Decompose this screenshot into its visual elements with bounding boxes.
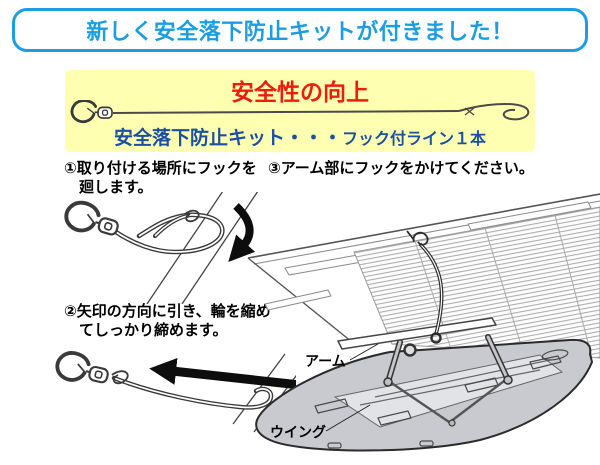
step-1-text: ①取り付ける場所にフックを 廻します。 [64,159,257,197]
step-1-line-2: 廻します。 [79,178,153,196]
kit-box: 安全性の向上 安全落下防止キット・・・フック付ライン１本 [65,70,535,152]
step-2-line-2: てしっかり締めます。 [79,321,228,339]
step-3-text: ③アーム部にフックをかけてください。 [268,159,534,178]
step-1-illustration [64,192,259,304]
title-banner: 新しく安全落下防止キットが付きました！ [12,8,588,52]
aircon-panel-illustration: アーム ウイング [247,193,600,452]
curved-arrow-icon [228,203,256,263]
safety-wire-taut [111,370,274,410]
wire-end-loop [458,103,530,121]
lanyard-wire-illustration [70,100,530,124]
diagram-labels: アーム ウイング [270,343,379,441]
step-3-line-1: ③アーム部にフックをかけてください。 [268,159,534,177]
carabiner-hook-icon [70,100,113,124]
arm-leader-line [349,343,379,361]
safety-wire [406,230,444,344]
wire-line [112,110,460,114]
wing-label: ウイング [270,424,326,441]
wire-crimp [464,107,475,116]
kit-contents-line: 安全落下防止キット・・・フック付ライン１本 [65,123,535,150]
wing-rail [337,317,497,350]
step-2-text: ②矢印の方向に引き、輪を縮め てしっかり締めます。 [64,302,271,340]
step-1-line-1: ①取り付ける場所にフックを [64,159,257,177]
wing-leader-line [325,404,371,432]
kit-spec: フック付ライン１本 [342,129,487,148]
safety-wire-loop [110,209,225,255]
step-2-line-1: ②矢印の方向に引き、輪を縮め [64,302,271,320]
page-title: 新しく安全落下防止キットが付きました！ [86,19,514,45]
carabiner-hook-icon [55,351,109,384]
kit-box-heading: 安全性の向上 [231,80,369,106]
arm-label: アーム [305,354,346,370]
carabiner-hook-icon [64,200,119,236]
kit-name: 安全落下防止キット・・・ [113,127,342,149]
support-arms [383,334,513,387]
attachment-bar [146,192,259,304]
pull-direction-arrow-icon [149,358,296,390]
